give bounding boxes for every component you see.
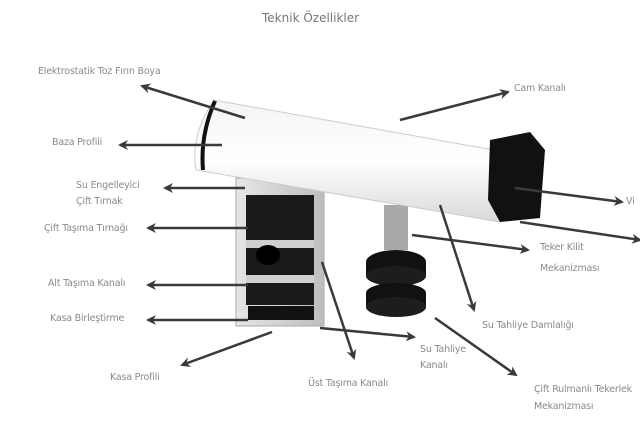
label-drip: Su Tahliye Damlalığı	[482, 320, 574, 331]
label-vi: Vi	[626, 196, 635, 207]
label-base-profile: Baza Profili	[52, 137, 103, 148]
label-wheel-lock-1: Teker Kilit	[540, 242, 584, 253]
page-title: Teknik Özellikler	[262, 11, 360, 25]
label-double-carrier: Çift Taşıma Tırnağı	[44, 223, 128, 234]
label-powder-coating: Elektrostatik Toz Fırın Boya	[38, 66, 161, 77]
wheel-mechanism	[366, 205, 426, 317]
label-frame-joint: Kasa Birleştirme	[50, 313, 125, 324]
frame-profile	[235, 177, 325, 327]
label-drain-channel-2: Kanalı	[420, 360, 448, 371]
label-wheel-lock-2: Mekanizması	[540, 263, 600, 274]
label-bearing-2: Mekanizması	[534, 401, 594, 412]
label-water-barrier-2: Çift Tırnak	[76, 196, 123, 207]
label-drain-channel-1: Su Tahliye	[420, 344, 466, 355]
callout-arrows	[118, 83, 640, 377]
label-water-barrier-1: Su Engelleyici	[76, 180, 140, 191]
label-glass-channel: Cam Kanalı	[514, 83, 566, 94]
label-upper-channel: Üst Taşıma Kanalı	[308, 378, 388, 389]
label-lower-channel: Alt Taşıma Kanalı	[48, 278, 126, 289]
label-bearing-1: Çift Rulmanlı Tekerlek	[534, 384, 632, 395]
label-frame-profile: Kasa Profili	[110, 372, 160, 383]
